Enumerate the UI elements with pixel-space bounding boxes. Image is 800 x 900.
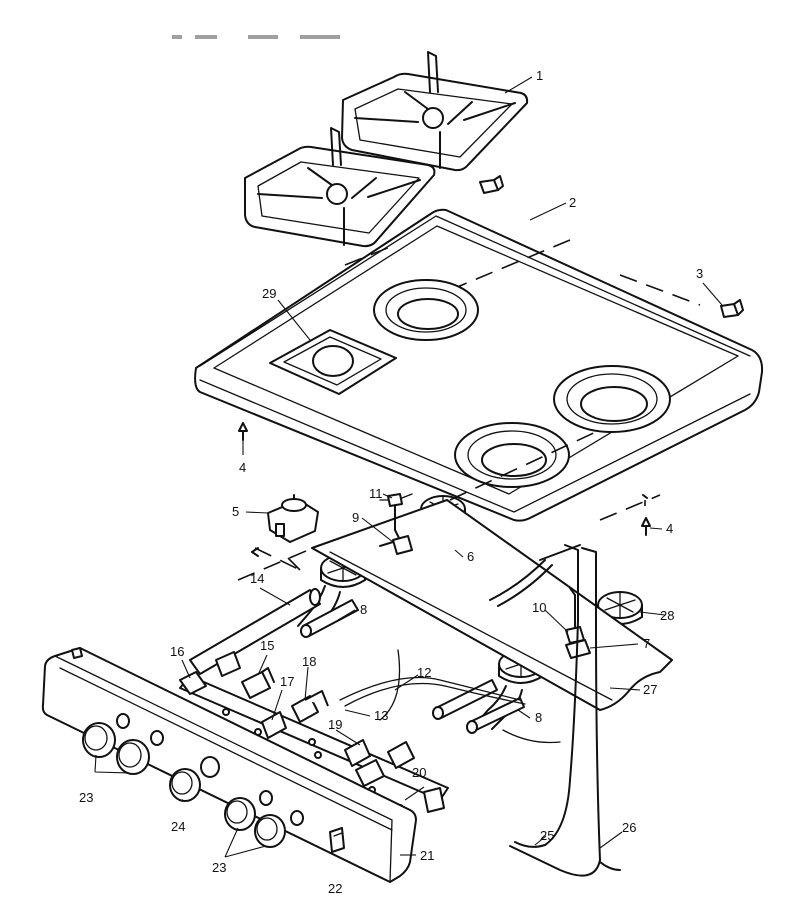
leader-lines [94,76,723,858]
alignment-lines [237,429,661,581]
burner-opening-rear-left [373,279,479,341]
center-plate [269,329,397,395]
ignitor-11 [379,493,413,541]
gas-supply-tube [189,588,321,675]
burner-valve-15 [241,667,275,699]
part-label-4-right: 4 [666,521,673,536]
part-label-2: 2 [569,195,576,210]
pressure-regulator [267,494,319,543]
part-label-3: 3 [696,266,703,281]
clip-rear-left [479,175,504,194]
part-label-19: 19 [328,717,342,732]
part-label-9: 9 [352,510,359,525]
part-label-23-right: 23 [212,860,226,875]
clip-right [720,299,744,318]
part-label-21: 21 [420,848,434,863]
burner-valve-18 [291,690,329,723]
burner-opening-rear-right [553,365,671,433]
top-smudge [172,35,340,39]
control-panel [41,647,417,883]
part-labels: 1 2 3 4 4 5 6 7 8 8 9 10 11 12 13 14 15 … [79,68,703,896]
venturi-tube-left [300,599,359,638]
part-label-6: 6 [467,549,474,564]
part-label-7: 7 [643,636,650,651]
burner-valve-19b [387,741,415,769]
part-label-8-left: 8 [360,602,367,617]
burner-valve-16 [179,651,241,695]
ignitor-9 [379,535,413,555]
part-label-22: 22 [328,881,342,896]
control-knob-5 [254,814,286,848]
rocker-switch [329,827,345,853]
burner-grate-rear [341,51,529,172]
thermocouple-lead-26 [509,547,621,877]
part-label-8-right: 8 [535,710,542,725]
control-knob-3 [169,768,201,802]
part-label-23-left: 23 [79,790,93,805]
part-label-5: 5 [232,504,239,519]
knob-holes [116,713,304,826]
part-label-18: 18 [302,654,316,669]
part-label-14: 14 [250,571,264,586]
part-label-17: 17 [280,674,294,689]
control-knob-2 [116,739,150,775]
screw-left [238,422,248,441]
part-label-13: 13 [374,708,388,723]
part-label-27: 27 [643,682,657,697]
screw-right [641,517,651,536]
burner-grate-front [244,127,436,248]
part-label-15: 15 [260,638,274,653]
part-label-28: 28 [660,608,674,623]
venturi-tube-right [432,679,525,734]
burner-opening-front-right [454,422,570,488]
part-label-12: 12 [417,665,431,680]
part-label-10: 10 [532,600,546,615]
part-label-25: 25 [540,828,554,843]
control-knob-1 [82,722,116,758]
cooktop-panel [194,208,764,522]
ignitor-wire-harness [339,649,561,744]
burner-valve-20 [355,759,385,787]
part-label-24: 24 [171,819,185,834]
part-label-26: 26 [622,820,636,835]
part-label-4-left: 4 [239,460,246,475]
gas-line-right [489,544,581,607]
thermocouple-lead-25 [514,544,579,848]
part-label-1: 1 [536,68,543,83]
part-label-11: 11 [369,486,383,501]
part-label-16: 16 [170,644,184,659]
part-label-29: 29 [262,286,276,301]
control-knob-4 [224,797,256,831]
part-label-20: 20 [412,765,426,780]
